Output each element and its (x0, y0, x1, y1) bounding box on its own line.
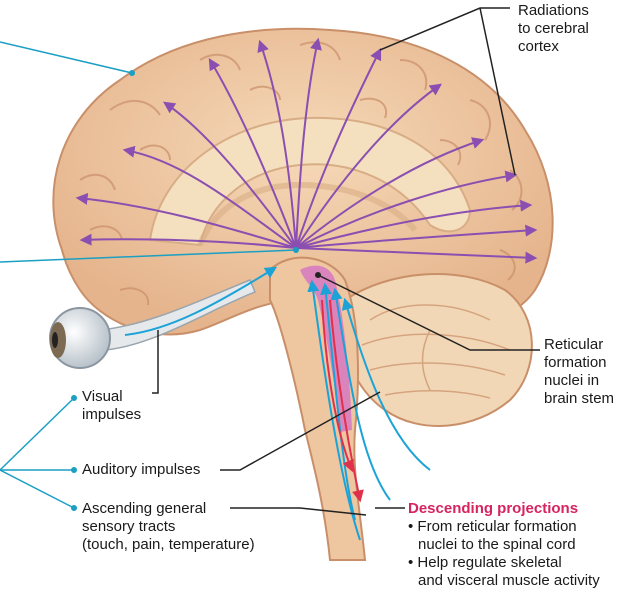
descending-item-1-line-1: • From reticular formation (408, 518, 577, 535)
cerebellum (341, 272, 533, 427)
reticular-formation-label: Reticular formation nuclei in brain stem (544, 336, 614, 408)
descending-title: Descending projections (408, 500, 579, 517)
reticular-tract (300, 265, 352, 432)
radiations-line-3: cortex (518, 38, 559, 55)
dark-leaders (152, 7, 540, 516)
descending-item-2-line-1: • Help regulate skeletal (408, 554, 562, 571)
visual-line-1: Visual (82, 388, 123, 405)
ascending-line-2: sensory tracts (82, 518, 176, 535)
descending-arrows (321, 299, 364, 503)
cerebrum (52, 27, 554, 336)
ascending-line-1: Ascending general (82, 500, 207, 517)
corpus-callosum (148, 116, 472, 247)
descending-item-2-line-2: and visceral muscle activity (418, 572, 600, 589)
descending-item-1-line-2: nuclei to the spinal cord (418, 536, 576, 553)
auditory-impulses-label: Auditory impulses (82, 461, 200, 479)
impulse-arrows (124, 266, 431, 541)
reticular-line-4: brain stem (544, 390, 615, 407)
eye-icon (49, 307, 111, 369)
leader-dots (71, 70, 299, 511)
reticular-line-3: nuclei in (544, 372, 600, 389)
radiations-label: Radiations to cerebral cortex (518, 2, 589, 56)
reticular-line-1: Reticular (544, 336, 604, 353)
radiations-line-1: Radiations (518, 2, 589, 19)
reticular-line-2: formation (544, 354, 607, 371)
radiations-line-2: to cerebral (518, 20, 589, 37)
ascending-tracts-label: Ascending general sensory tracts (touch,… (82, 500, 255, 554)
descending-projections-label: Descending projections • From reticular … (408, 500, 600, 590)
radiation-arrows (75, 37, 538, 264)
teal-leaders (0, 41, 297, 509)
visual-impulses-label: Visual impulses (82, 388, 141, 424)
auditory-line: Auditory impulses (82, 461, 201, 478)
visual-line-2: impulses (82, 406, 142, 423)
gyri-texture (79, 41, 523, 306)
ascending-line-3: (touch, pain, temperature) (82, 536, 255, 553)
